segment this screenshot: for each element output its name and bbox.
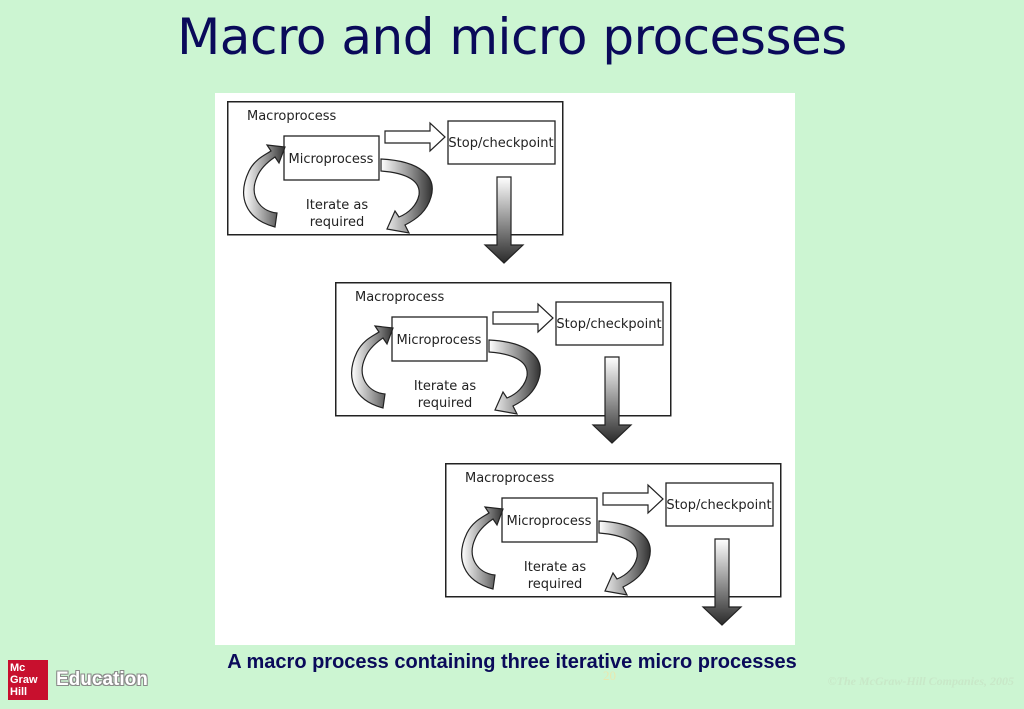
checkpoint-label: Stop/checkpoint (556, 317, 661, 332)
copyright-notice: ©The McGraw-Hill Companies, 2005 (827, 674, 1014, 688)
down-arrow-2 (592, 356, 632, 444)
required-label: required (310, 215, 364, 230)
logo-wordmark: Education (56, 669, 148, 690)
microprocess-label: Microprocess (507, 514, 592, 529)
microprocess-label: Microprocess (397, 333, 482, 348)
iterate-label: Iterate as (524, 560, 586, 575)
macroprocess-label: Macroprocess (465, 471, 555, 486)
macroprocess-stage-3: Macroprocess Microprocess Stop/checkpoin… (445, 463, 782, 598)
macroprocess-label: Macroprocess (247, 109, 337, 124)
slide-title: Macro and micro processes (177, 8, 847, 66)
required-label: required (528, 577, 582, 592)
figure-caption: A macro process containing three iterati… (227, 651, 797, 673)
macroprocess-label: Macroprocess (355, 290, 445, 305)
checkpoint-label: Stop/checkpoint (666, 498, 771, 513)
mcgraw-hill-logo: Mc Graw Hill Education (8, 660, 148, 700)
microprocess-label: Microprocess (289, 152, 374, 167)
checkpoint-label: Stop/checkpoint (448, 136, 553, 151)
down-arrow-3 (702, 538, 742, 626)
logo-mark: Mc Graw Hill (8, 660, 48, 700)
iterate-label: Iterate as (306, 198, 368, 213)
required-label: required (418, 396, 472, 411)
macroprocess-stage-2: Macroprocess Microprocess Stop/checkpoin… (335, 282, 672, 417)
macroprocess-stage-1: Macroprocess Microprocess Stop/checkpoin… (227, 101, 564, 236)
iterate-label: Iterate as (414, 379, 476, 394)
diagram-canvas: Macroprocess Microprocess Stop/checkpoin… (227, 101, 782, 626)
page-number: 20 (603, 668, 616, 683)
process-diagram: Macroprocess Microprocess Stop/checkpoin… (215, 93, 795, 645)
down-arrow-1 (484, 176, 524, 264)
